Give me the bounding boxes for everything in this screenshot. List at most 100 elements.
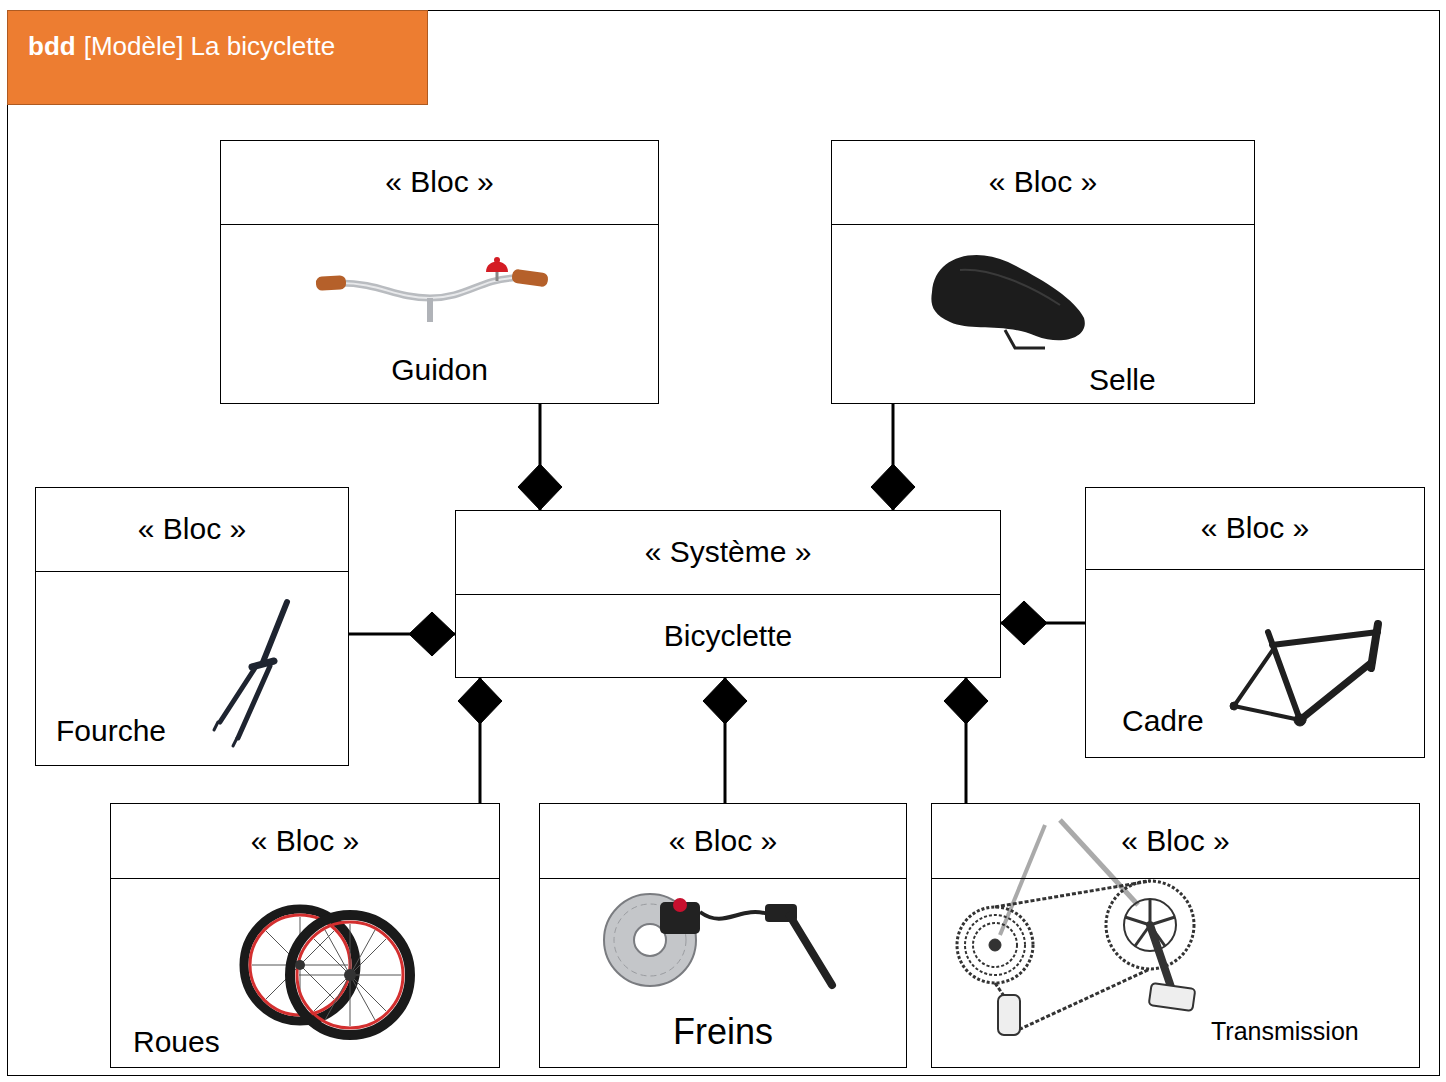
crank-arm xyxy=(1150,925,1172,990)
block-name: Cadre xyxy=(1122,704,1204,739)
brake-hose xyxy=(700,912,768,919)
block-header: « Système » xyxy=(456,511,1000,595)
brake-lever xyxy=(790,916,832,985)
cassette-hub xyxy=(989,939,1001,951)
composition-diamond xyxy=(1001,601,1047,645)
seat-stay xyxy=(1234,648,1274,706)
composition-link xyxy=(871,404,915,510)
stereotype: « Bloc » xyxy=(989,165,1097,200)
saddle-rail xyxy=(1005,330,1045,348)
composition-link xyxy=(944,678,988,803)
brake-disc xyxy=(604,894,696,986)
block-body: Roues xyxy=(111,879,499,1066)
composition-link xyxy=(518,404,562,510)
handlebar-grip xyxy=(511,269,549,288)
fork-blade xyxy=(238,666,270,738)
system-block: « Système » Bicyclette xyxy=(455,510,1001,678)
chain-stay xyxy=(1234,706,1300,720)
part-block: « Bloc » Fourche xyxy=(35,487,349,766)
head-tube xyxy=(1371,624,1378,668)
wheel-rim xyxy=(290,915,410,1035)
saddle-seam xyxy=(960,270,1060,305)
handlebar-bar xyxy=(340,278,512,298)
bell-top xyxy=(494,257,500,263)
block-header: « Bloc » xyxy=(36,488,348,572)
stereotype: « Bloc » xyxy=(669,824,777,859)
chain xyxy=(995,881,1150,907)
composition-diamond xyxy=(703,678,747,724)
pedal xyxy=(1149,983,1196,1011)
wheels-picture xyxy=(244,909,410,1035)
block-body: Cadre xyxy=(1086,570,1424,756)
frame-hint xyxy=(1000,825,1045,935)
handlebar-picture xyxy=(316,257,549,322)
fork-picture xyxy=(214,602,287,746)
brake-caliper-cap xyxy=(673,898,687,912)
frame-picture xyxy=(1230,624,1378,726)
diagram-kind: bdd xyxy=(28,31,76,61)
handlebar-shine xyxy=(340,278,512,298)
bottom-bracket xyxy=(1294,714,1306,726)
block-name: Fourche xyxy=(56,714,166,749)
derailleur xyxy=(998,995,1020,1035)
stereotype: « Bloc » xyxy=(138,512,246,547)
block-header: « Bloc » xyxy=(1086,488,1424,570)
composition-link xyxy=(458,678,502,803)
part-block: « Bloc » Transmission xyxy=(931,803,1420,1068)
cassette xyxy=(957,907,1033,983)
brakes-picture xyxy=(604,894,832,986)
stereotype: « Bloc » xyxy=(1201,511,1309,546)
block-body: Bicyclette xyxy=(456,595,1000,676)
block-body: Selle xyxy=(832,225,1254,402)
composition-diamond xyxy=(458,678,502,724)
cassette xyxy=(965,915,1025,975)
block-body: Guidon xyxy=(221,225,658,402)
stereotype: « Bloc » xyxy=(385,165,493,200)
composition-diamond xyxy=(518,464,562,510)
handlebar-grip xyxy=(316,275,347,291)
bell xyxy=(486,262,508,273)
block-name: Bicyclette xyxy=(456,619,1000,654)
block-header: « Bloc » xyxy=(540,804,906,879)
frame-title-tab: bdd [Modèle] La bicyclette xyxy=(7,10,428,105)
part-block: « Bloc » Cadre xyxy=(1085,487,1425,758)
block-name: Roues xyxy=(133,1025,220,1060)
stereotype: « Bloc » xyxy=(1121,824,1229,859)
stereotype: « Bloc » xyxy=(251,824,359,859)
composition-diamond xyxy=(871,464,915,510)
part-block: « Bloc » Freins xyxy=(539,803,907,1068)
saddle-picture xyxy=(931,255,1084,348)
wheel-hub xyxy=(295,960,305,970)
fork-dropout xyxy=(233,738,237,746)
block-body: Fourche xyxy=(36,572,348,764)
composition-diamond xyxy=(409,612,455,656)
composition-link xyxy=(703,678,747,803)
block-body: Transmission xyxy=(932,879,1419,1066)
block-name: Guidon xyxy=(221,353,658,388)
part-block: « Bloc » Roues xyxy=(110,803,500,1068)
cassette xyxy=(973,923,1017,967)
handlebar-stem xyxy=(427,298,433,322)
block-header: « Bloc » xyxy=(221,141,658,225)
wheel-spokes xyxy=(299,924,401,1026)
saddle xyxy=(931,255,1084,340)
block-name: Transmission xyxy=(1211,1017,1359,1046)
top-tube xyxy=(1272,632,1378,645)
stereotype: « Système » xyxy=(645,535,812,570)
composition-link xyxy=(349,612,455,656)
block-body: Freins xyxy=(540,879,906,1066)
diagram-title: [Modèle] La bicyclette xyxy=(84,31,335,61)
part-block: « Bloc » Selle xyxy=(831,140,1255,404)
composition-diamond xyxy=(944,678,988,724)
block-header: « Bloc » xyxy=(932,804,1419,879)
wheel-hub xyxy=(344,969,356,981)
part-block: « Bloc » Guidon xyxy=(220,140,659,404)
wheel-rim-stripe xyxy=(297,922,403,1028)
dropout xyxy=(1230,702,1238,710)
fork-steerer xyxy=(263,602,287,662)
block-name: Selle xyxy=(1089,363,1156,398)
down-tube xyxy=(1300,662,1372,720)
block-name: Freins xyxy=(540,1011,906,1052)
block-header: « Bloc » xyxy=(832,141,1254,225)
